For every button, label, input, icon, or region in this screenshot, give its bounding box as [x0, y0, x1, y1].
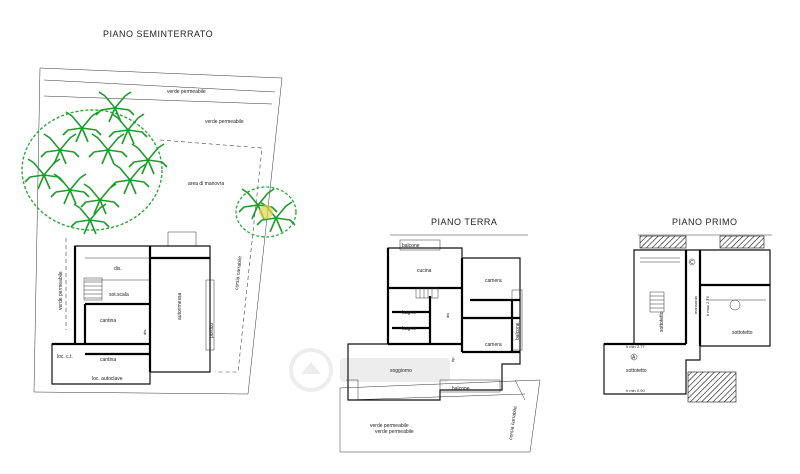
label-verde-permeabile-side: verde permeabile [58, 271, 64, 310]
marker-c-circle [688, 258, 696, 266]
label-h-min: h min 2.77 [626, 344, 645, 349]
balcone-right-rect [511, 289, 523, 351]
label-verde-permeabile-terra-1: verde permeabile [370, 423, 409, 429]
terra-stair-steps [419, 288, 433, 298]
label-verde-permeabile-terra-2: verde permeabile [375, 429, 414, 435]
label-a: A [632, 355, 636, 361]
label-loc-ct: loc. c.t. [57, 354, 73, 360]
primo-stair-steps [650, 295, 664, 309]
site-boundary [33, 67, 283, 395]
label-h-max: h max 2.76 [705, 295, 710, 316]
roof-hatch-top-right [719, 235, 765, 249]
roof-hatch-bottom [687, 371, 737, 403]
maneuver-area-outline [159, 139, 263, 373]
label-soggiorno: soggiorno [390, 368, 412, 374]
title-piano-terra: PIANO TERRA [431, 217, 498, 227]
balcone-top-rect [399, 239, 441, 251]
roof-hatch-top-left [639, 235, 687, 249]
seminterrato-plan: verde permeabile verde permeabile area d… [21, 67, 297, 395]
tree-cluster-icon [21, 91, 168, 235]
chimney-icon [729, 299, 741, 311]
terra-stair [415, 287, 439, 299]
label-portico: portico [209, 323, 215, 338]
terra-internal-walls [386, 248, 520, 354]
label-balcone-top: balcone [402, 243, 420, 249]
label-area-di-manovra: area di manovra [188, 181, 224, 187]
label-autorimessa: autorimessa [177, 293, 183, 320]
label-verde-permeabile-2: verde permeabile [205, 119, 244, 125]
label-balcone-right: balcone [515, 322, 521, 340]
label-camera-1: camera [485, 278, 502, 284]
primo-plan: C A sottotetto sottotetto sottotetto man… [603, 234, 772, 403]
marker-a-circle [630, 353, 638, 361]
label-sot-scala: sot.scala [109, 292, 129, 298]
title-piano-seminterrato: PIANO SEMINTERRATO [103, 29, 214, 39]
label-bagno-1: bagno [402, 310, 416, 316]
label-corsia-carrabile-terra: corsia carrabile [508, 406, 519, 441]
label-dis: dis. [114, 266, 122, 272]
label-cucina: cucina [417, 268, 432, 274]
label-cantina-1: cantina [100, 318, 116, 324]
label-verde-permeabile-1: verde permeabile [167, 89, 206, 95]
label-dis-terra: dis [445, 313, 450, 318]
label-rip: rip. [450, 356, 455, 362]
portico-strip [205, 279, 215, 351]
label-cantina-2: cantina [100, 357, 116, 363]
primo-internal-walls [604, 250, 770, 346]
balcone-bottom-rect [439, 379, 501, 393]
label-loc-autoclave: loc. autoclave [92, 376, 123, 382]
terra-plan: balcone cucina camera camera bagno bagno… [339, 234, 541, 453]
terra-garden-outline [339, 379, 541, 453]
boundary-offset-lines [43, 79, 276, 105]
label-h-min-2: h min 0.90 [626, 388, 645, 393]
primo-thin-lines [640, 257, 766, 301]
terra-steps [346, 379, 526, 401]
label-sottotetto-3: sottotetto [626, 368, 647, 374]
single-tree-icon [235, 186, 297, 238]
terra-building-outline [347, 247, 521, 401]
label-camera-2: camera [485, 342, 502, 348]
primo-stair [649, 291, 665, 313]
label-sottotetto-2: sottotetto [732, 330, 753, 336]
label-c: C [690, 260, 694, 266]
stair-icon [83, 277, 103, 301]
label-mansarda: mansarda [693, 295, 698, 314]
seminterrato-thin-walls [85, 231, 197, 281]
terra-garden-inner-line [347, 393, 526, 401]
stair-steps [84, 281, 102, 299]
label-dis-2: dis. [142, 329, 147, 335]
label-balcone-bottom: balcone [452, 386, 470, 392]
label-bagno-2: bagno [402, 326, 416, 332]
title-piano-primo: PIANO PRIMO [672, 217, 738, 227]
seminterrato-internal-walls [52, 246, 210, 372]
label-corsia-carrabile: corsia carrabile [234, 256, 244, 291]
label-sottotetto-1: sottotetto [659, 311, 665, 332]
